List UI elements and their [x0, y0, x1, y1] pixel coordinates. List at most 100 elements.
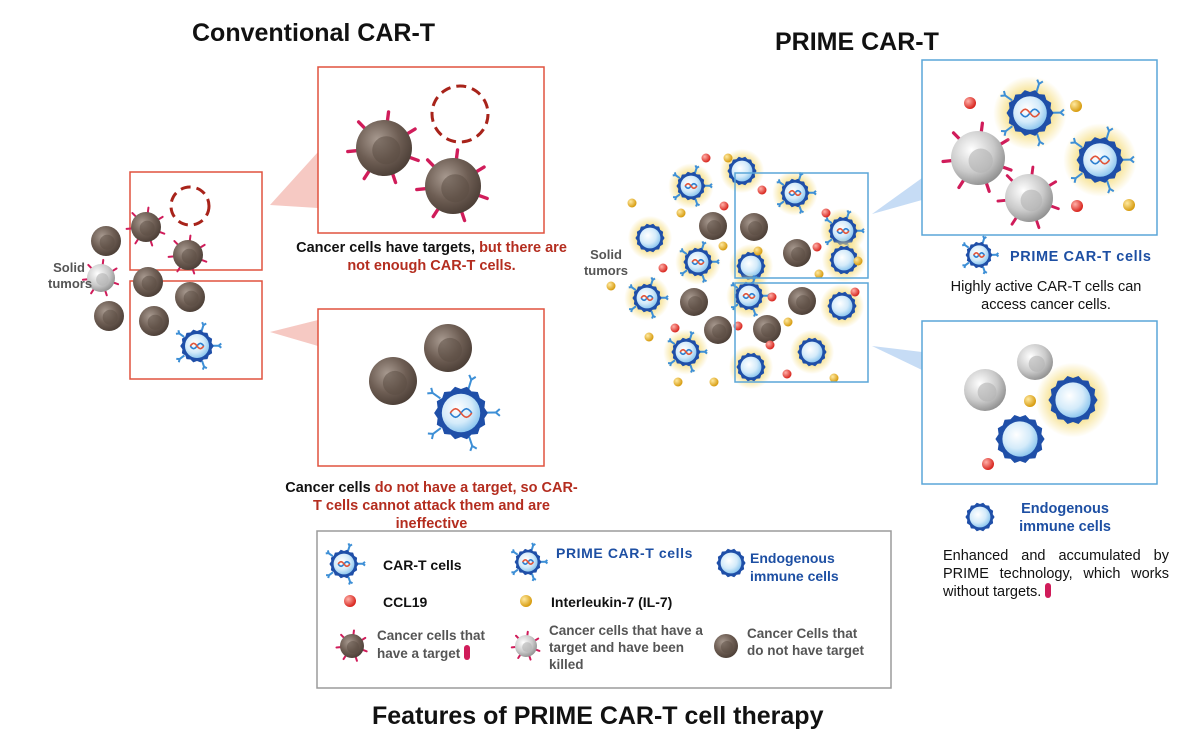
caption-upper-left-red: but there are not enough CAR-T cells. — [347, 240, 567, 275]
missing-cart-cell-icon — [430, 84, 490, 144]
cart-cell-icon — [325, 542, 366, 585]
zoom-wedge-lower-left — [270, 320, 318, 346]
badge-endogenous: Endogenous immune cells — [1019, 501, 1111, 536]
cancer-cell-icon — [680, 288, 708, 316]
cancer-cell-icon — [714, 634, 738, 658]
killed-cancer-cell-icon — [1017, 344, 1053, 380]
prime-cart-cell-icon — [624, 275, 670, 321]
ccl19-icon — [757, 185, 767, 195]
prime-cart-cell-icon — [726, 273, 772, 319]
ccl19-icon — [670, 323, 680, 333]
il7-icon — [644, 332, 654, 342]
il7-icon — [783, 317, 793, 327]
caption-upper-left: Cancer cells have targets, but there are… — [289, 239, 574, 275]
cancer-cell-icon — [91, 226, 121, 256]
ccl19-icon — [658, 263, 668, 273]
cancer-cell-target-icon — [167, 234, 208, 275]
il7-icon — [829, 373, 839, 383]
zoom-wedge-upper-left — [270, 152, 318, 208]
legend-cancer-killed: Cancer cells that have a target and have… — [549, 623, 703, 672]
cart-cell-icon — [511, 542, 549, 582]
endogenous-immune-cell-icon — [965, 502, 995, 532]
legend-ccl19: CCL19 — [383, 594, 428, 610]
endogenous-immune-cell-icon — [728, 344, 774, 390]
legend-cancer-target: Cancer cells that have a target — [377, 628, 512, 663]
cancer-cell-icon — [699, 212, 727, 240]
ccl19-icon — [767, 292, 777, 302]
cancer-cell-icon — [94, 301, 124, 331]
ccl19-icon — [982, 458, 994, 470]
legend-cancer-no-target: Cancer Cells that do not have target — [747, 626, 865, 658]
legend-prime-cart: PRIME CAR-T cells — [556, 545, 693, 561]
il7-icon — [853, 256, 863, 266]
il7-icon — [606, 281, 616, 291]
cancer-cell-icon — [133, 267, 163, 297]
badge-prime-cart: PRIME CAR-T cells — [1010, 249, 1152, 265]
il7-icon — [709, 377, 719, 387]
cancer-cell-icon — [139, 306, 169, 336]
cancer-cell-target-icon — [335, 629, 368, 662]
ccl19-icon — [782, 369, 792, 379]
il7-icon — [627, 198, 637, 208]
prime-cart-cell-icon — [1063, 123, 1137, 197]
frame-lower-right-region — [734, 282, 869, 383]
il7-icon — [1123, 199, 1135, 211]
endogenous-immune-cell-icon — [627, 215, 673, 261]
killed-cancer-cell-icon — [964, 369, 1006, 411]
il7-icon — [718, 241, 728, 251]
killed-cancer-cell-icon — [510, 630, 541, 661]
label-solid-tumors-right: Solid tumors — [583, 247, 629, 279]
cart-cell-icon — [175, 321, 222, 371]
legend-il7: Interleukin-7 (IL-7) — [551, 594, 673, 610]
caption-lower-left-red: do not have a target, so CAR-T cells can… — [313, 480, 578, 533]
frame-upper-left-region — [129, 171, 263, 271]
endogenous-immune-cell-icon — [995, 415, 1045, 463]
endogenous-immune-cell-icon — [1035, 362, 1111, 438]
title-prime: PRIME CAR-T — [775, 28, 939, 56]
label-solid-tumors-left: Solid tumors — [48, 260, 93, 292]
ccl19-icon — [821, 208, 831, 218]
frame-lower-left-region — [129, 280, 263, 380]
prime-cart-cell-icon — [668, 163, 714, 209]
ccl19-icon — [812, 242, 822, 252]
frame-upper-right-region — [734, 172, 869, 279]
zoom-wedge-lower-right — [872, 346, 922, 370]
il7-icon — [1070, 100, 1082, 112]
ccl19-icon — [850, 287, 860, 297]
target-marker-icon — [1045, 583, 1052, 599]
ccl19-icon — [719, 201, 729, 211]
cancer-cell-target-icon — [415, 148, 489, 223]
ccl19-icon — [765, 340, 775, 350]
prime-cart-cell-icon — [772, 170, 818, 216]
killed-cancer-cell-icon — [996, 165, 1060, 230]
title-conventional: Conventional CAR-T — [192, 19, 436, 47]
cancer-cell-icon — [788, 287, 816, 315]
cancer-cell-icon — [783, 239, 811, 267]
frame-upper-right-zoom — [921, 59, 1158, 236]
frame-lower-right-zoom — [921, 320, 1158, 485]
il7-icon — [723, 153, 733, 163]
legend-cart: CAR-T cells — [383, 557, 462, 573]
il7-icon — [673, 377, 683, 387]
ccl19-icon — [344, 595, 356, 607]
cart-cell-icon — [427, 374, 501, 452]
cancer-cell-icon — [424, 324, 472, 372]
caption-lower-left: Cancer cells do not have a target, so CA… — [284, 479, 579, 533]
missing-cart-cell-icon — [169, 185, 211, 227]
title-footer: Features of PRIME CAR-T cell therapy — [372, 702, 824, 730]
cart-cell-icon — [962, 235, 1000, 275]
il7-icon — [814, 269, 824, 279]
il7-icon — [1024, 395, 1036, 407]
caption-upper-left-black: Cancer cells have targets, — [296, 240, 476, 256]
legend-frame — [316, 530, 892, 689]
frame-upper-left-zoom — [317, 66, 545, 234]
caption-upper-right: Highly active CAR-T cells can access can… — [950, 279, 1142, 314]
legend-endogenous: Endogenous immune cells — [750, 550, 839, 584]
caption-lower-right-text: Enhanced and accumulated by PRIME techno… — [943, 548, 1169, 601]
cancer-cell-icon — [175, 282, 205, 312]
caption-lower-right: Enhanced and accumulated by PRIME techno… — [943, 547, 1169, 601]
target-marker-icon — [464, 644, 471, 660]
cancer-cell-icon — [369, 357, 417, 405]
prime-cart-cell-icon — [993, 76, 1067, 150]
